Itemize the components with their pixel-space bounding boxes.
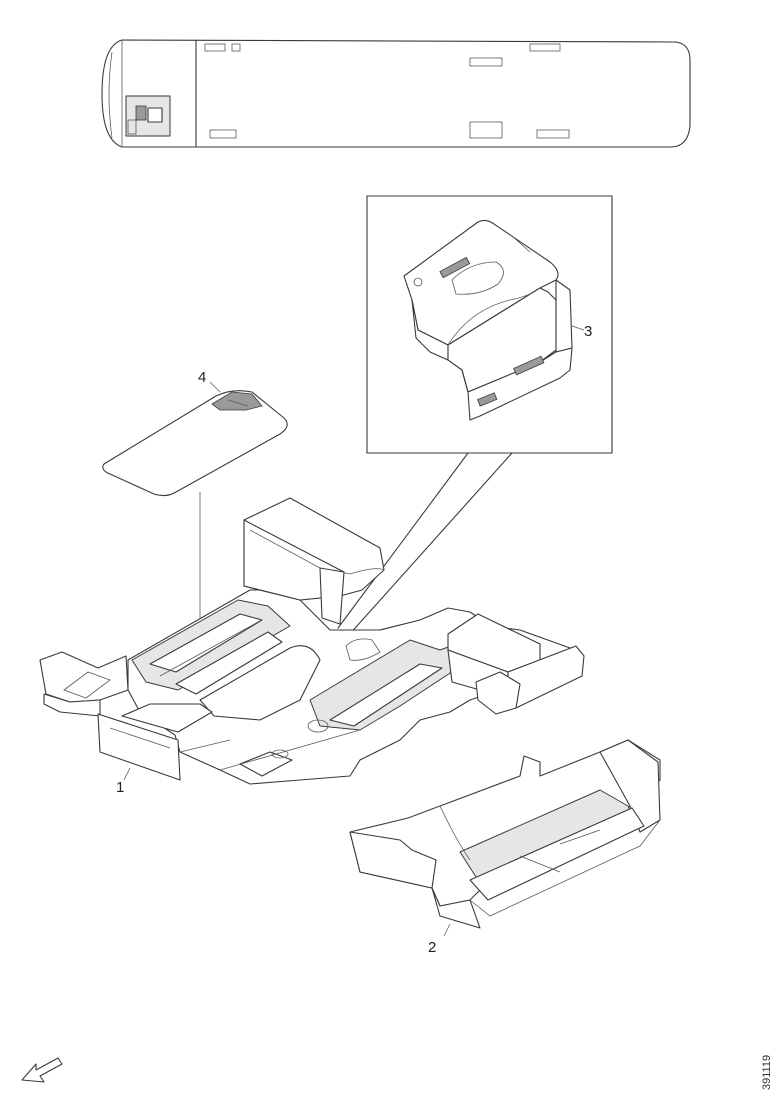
callout-1: 1 — [116, 779, 124, 796]
bus-outline — [101, 39, 691, 148]
detail-box: 3 — [337, 195, 613, 637]
figure-code: 391119 — [761, 1055, 773, 1090]
part-3-bracket — [403, 219, 573, 421]
part-4-panel: 4 — [102, 369, 288, 640]
part-1-floor — [39, 497, 585, 785]
callout-4: 4 — [198, 369, 206, 386]
bus-highlight-area — [125, 95, 171, 137]
callout-3: 3 — [584, 323, 592, 340]
part-2-floor-section — [349, 739, 661, 937]
direction-arrow-icon — [21, 1057, 63, 1083]
callout-2: 2 — [428, 939, 436, 956]
